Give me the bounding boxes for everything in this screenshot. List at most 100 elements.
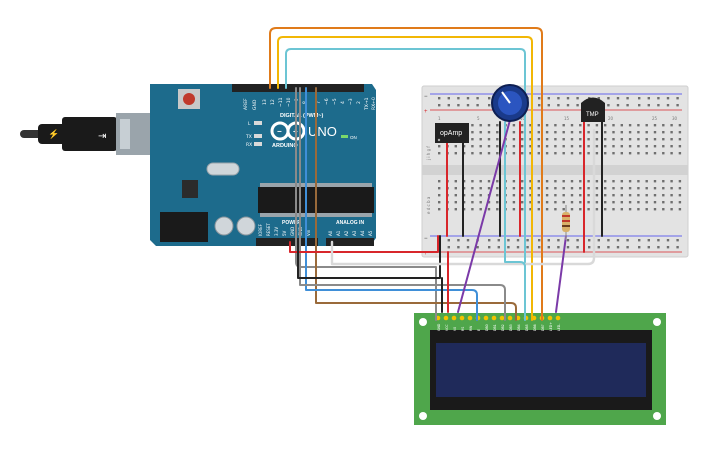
breadboard-hole[interactable]	[454, 187, 457, 190]
breadboard-hole[interactable]	[628, 145, 632, 148]
breadboard-hole[interactable]	[645, 124, 648, 127]
breadboard-hole[interactable]	[616, 246, 620, 249]
breadboard-hole[interactable]	[471, 201, 474, 204]
breadboard-hole[interactable]	[545, 187, 549, 190]
breadboard-hole[interactable]	[616, 239, 620, 242]
breadboard-hole[interactable]	[579, 138, 582, 141]
breadboard-hole[interactable]	[607, 239, 610, 242]
breadboard-hole[interactable]	[479, 201, 482, 204]
breadboard-hole[interactable]	[588, 239, 591, 242]
resistor[interactable]	[562, 205, 570, 240]
breadboard-hole[interactable]	[562, 201, 565, 204]
breadboard-hole[interactable]	[637, 194, 640, 197]
breadboard-hole[interactable]	[645, 187, 648, 190]
breadboard-hole[interactable]	[554, 138, 557, 141]
breadboard-hole[interactable]	[466, 104, 470, 107]
breadboard-hole[interactable]	[512, 180, 516, 183]
breadboard-hole[interactable]	[557, 239, 560, 242]
breadboard-hole[interactable]	[457, 97, 460, 100]
breadboard-hole[interactable]	[547, 239, 550, 242]
breadboard-hole[interactable]	[466, 239, 470, 242]
breadboard-hole[interactable]	[471, 131, 474, 134]
breadboard-hole[interactable]	[476, 246, 479, 249]
breadboard-hole[interactable]	[676, 246, 679, 249]
wire-yellow-pin11[interactable]	[277, 36, 533, 321]
breadboard-hole[interactable]	[547, 97, 550, 100]
breadboard-hole[interactable]	[670, 208, 673, 211]
breadboard-hole[interactable]	[604, 180, 607, 183]
breadboard-hole[interactable]	[597, 97, 600, 100]
breadboard-hole[interactable]	[595, 131, 599, 134]
breadboard-hole[interactable]	[529, 138, 532, 141]
breadboard-hole[interactable]	[479, 187, 482, 190]
breadboard-hole[interactable]	[576, 97, 579, 100]
breadboard-hole[interactable]	[637, 187, 640, 190]
breadboard-hole[interactable]	[538, 246, 541, 249]
breadboard-hole[interactable]	[512, 138, 516, 141]
breadboard-hole[interactable]	[670, 124, 673, 127]
breadboard-hole[interactable]	[516, 239, 520, 242]
breadboard-hole[interactable]	[620, 187, 623, 190]
breadboard-hole[interactable]	[554, 131, 557, 134]
lcd-pin[interactable]	[443, 315, 449, 321]
breadboard-hole[interactable]	[662, 152, 665, 155]
breadboard-hole[interactable]	[529, 201, 532, 204]
breadboard-hole[interactable]	[604, 201, 607, 204]
breadboard-hole[interactable]	[545, 131, 549, 134]
breadboard-hole[interactable]	[653, 208, 657, 211]
breadboard-hole[interactable]	[496, 124, 499, 127]
breadboard-hole[interactable]	[566, 97, 570, 100]
breadboard-hole[interactable]	[538, 97, 541, 100]
breadboard-hole[interactable]	[612, 131, 615, 134]
breadboard-hole[interactable]	[462, 187, 466, 190]
breadboard-hole[interactable]	[670, 180, 673, 183]
breadboard-hole[interactable]	[562, 152, 565, 155]
breadboard-hole[interactable]	[507, 246, 510, 249]
breadboard-hole[interactable]	[670, 131, 673, 134]
breadboard-hole[interactable]	[587, 131, 590, 134]
breadboard-hole[interactable]	[438, 152, 441, 155]
breadboard-hole[interactable]	[666, 97, 670, 100]
dc-power-jack[interactable]	[160, 212, 208, 242]
breadboard-hole[interactable]	[479, 138, 482, 141]
breadboard-hole[interactable]	[628, 208, 632, 211]
breadboard-hole[interactable]	[678, 187, 682, 190]
breadboard-hole[interactable]	[620, 201, 623, 204]
breadboard-hole[interactable]	[626, 97, 629, 100]
breadboard-hole[interactable]	[595, 208, 599, 211]
breadboard-hole[interactable]	[628, 124, 632, 127]
breadboard-hole[interactable]	[562, 124, 565, 127]
breadboard-hole[interactable]	[645, 208, 648, 211]
breadboard-hole[interactable]	[637, 124, 640, 127]
breadboard-hole[interactable]	[637, 138, 640, 141]
breadboard-hole[interactable]	[604, 124, 607, 127]
breadboard-hole[interactable]	[645, 152, 648, 155]
breadboard-hole[interactable]	[662, 131, 665, 134]
breadboard-hole[interactable]	[587, 187, 590, 190]
breadboard-hole[interactable]	[638, 104, 641, 107]
breadboard-hole[interactable]	[670, 138, 673, 141]
breadboard-hole[interactable]	[604, 145, 607, 148]
breadboard-hole[interactable]	[570, 194, 574, 197]
breadboard-hole[interactable]	[620, 194, 623, 197]
breadboard-hole[interactable]	[554, 124, 557, 127]
breadboard-hole[interactable]	[547, 104, 550, 107]
breadboard-hole[interactable]	[579, 152, 582, 155]
breadboard-hole[interactable]	[616, 97, 620, 100]
breadboard-hole[interactable]	[657, 97, 660, 100]
breadboard-hole[interactable]	[587, 194, 590, 197]
breadboard-hole[interactable]	[604, 138, 607, 141]
breadboard-hole[interactable]	[512, 187, 516, 190]
breadboard-hole[interactable]	[516, 246, 520, 249]
breadboard-hole[interactable]	[479, 180, 482, 183]
breadboard-hole[interactable]	[612, 208, 615, 211]
breadboard-hole[interactable]	[570, 208, 574, 211]
breadboard-hole[interactable]	[620, 208, 623, 211]
breadboard-hole[interactable]	[488, 246, 491, 249]
breadboard-hole[interactable]	[471, 180, 474, 183]
lcd-pin[interactable]	[499, 315, 505, 321]
breadboard-hole[interactable]	[537, 152, 540, 155]
breadboard-hole[interactable]	[612, 152, 615, 155]
breadboard-hole[interactable]	[507, 239, 510, 242]
breadboard-hole[interactable]	[529, 124, 532, 127]
